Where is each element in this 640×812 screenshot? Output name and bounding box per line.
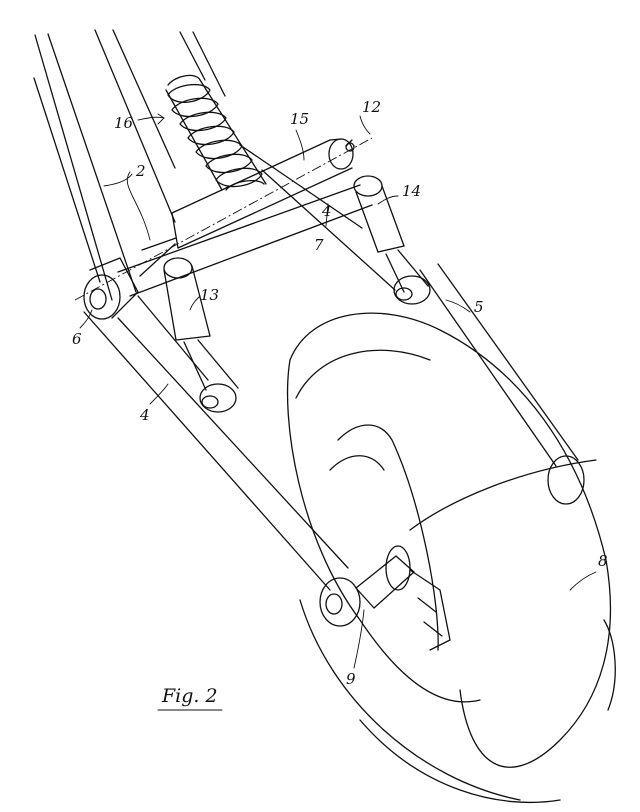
ref-16: 16 — [114, 114, 134, 132]
ref-6: 6 — [72, 330, 82, 348]
shock-absorber-13 — [163, 257, 239, 413]
coil-spring — [165, 74, 267, 191]
shock-absorber-14 — [353, 175, 431, 305]
ref-2: 2 — [135, 162, 146, 180]
wheel-8 — [286, 312, 616, 803]
figure-caption-group: Fig. 2 — [157, 685, 223, 711]
figure-caption: Fig. 2 — [161, 685, 218, 707]
leader-lines — [79, 113, 597, 669]
swing-arm-4 — [83, 295, 361, 627]
ref-4: 4 — [139, 406, 150, 424]
ref-4-upper: 4 — [321, 202, 332, 220]
ref-5: 5 — [474, 298, 484, 316]
ref-7: 7 — [314, 236, 324, 254]
ref-12: 12 — [362, 98, 381, 116]
pivot-axis-12 — [74, 137, 373, 301]
lower-crossbar — [117, 184, 373, 297]
ref-9: 9 — [346, 670, 356, 688]
pivot-bearing-6 — [83, 257, 139, 320]
reference-labels: 16 15 12 2 14 7 4 13 6 4 5 8 9 — [72, 98, 608, 688]
frame-tubes — [33, 29, 396, 301]
ref-14: 14 — [402, 182, 421, 200]
ref-15: 15 — [290, 110, 309, 128]
cross-member-15 — [171, 138, 355, 249]
ref-13: 13 — [200, 286, 219, 304]
ref-8: 8 — [598, 552, 608, 570]
swing-arm-5 — [419, 263, 585, 505]
wheel-hub-9 — [355, 545, 451, 651]
